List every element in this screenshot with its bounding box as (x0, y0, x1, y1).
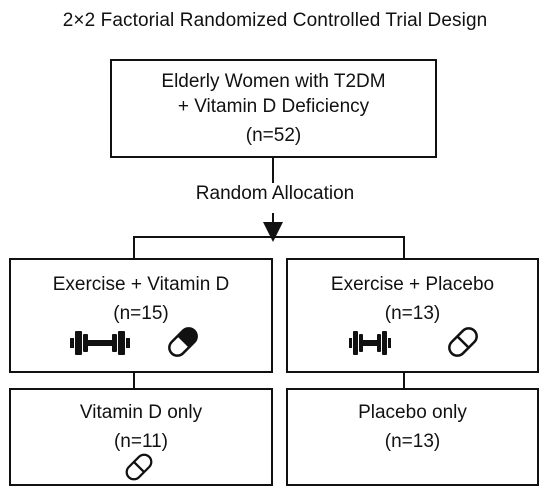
pill-outline-icon (125, 453, 153, 481)
pill-filled-icon (168, 327, 198, 357)
population-n: (n=52) (245, 125, 302, 146)
population-box: Elderly Women with T2DM + Vitamin D Defi… (110, 59, 437, 158)
group-box-vitamin-d-only: Vitamin D only (n=11) (9, 388, 273, 486)
dumbbell-icon (349, 331, 391, 355)
group-n: (n=13) (384, 303, 441, 324)
group-box-exercise-vitamin-d: Exercise + Vitamin D (n=15) (9, 258, 273, 373)
group-n: (n=15) (113, 303, 169, 324)
dumbbell-icon (70, 331, 130, 355)
group-label: Placebo only (358, 402, 467, 423)
group-n: (n=11) (113, 431, 169, 452)
group-label: Exercise + Placebo (330, 274, 495, 295)
pill-outline-icon (448, 327, 478, 357)
population-line-2: + Vitamin D Deficiency (177, 96, 370, 117)
group-box-exercise-placebo: Exercise + Placebo (n=13) (286, 258, 539, 373)
group-label: Exercise + Vitamin D (52, 274, 230, 295)
random-allocation-label: Random Allocation (150, 183, 400, 205)
group-n: (n=13) (384, 431, 441, 452)
group-box-placebo-only: Placebo only (n=13) (286, 388, 539, 486)
diagram-title: 2×2 Factorial Randomized Controlled Tria… (62, 10, 488, 31)
population-line-1: Elderly Women with T2DM (161, 71, 386, 92)
group-label: Vitamin D only (79, 402, 203, 423)
